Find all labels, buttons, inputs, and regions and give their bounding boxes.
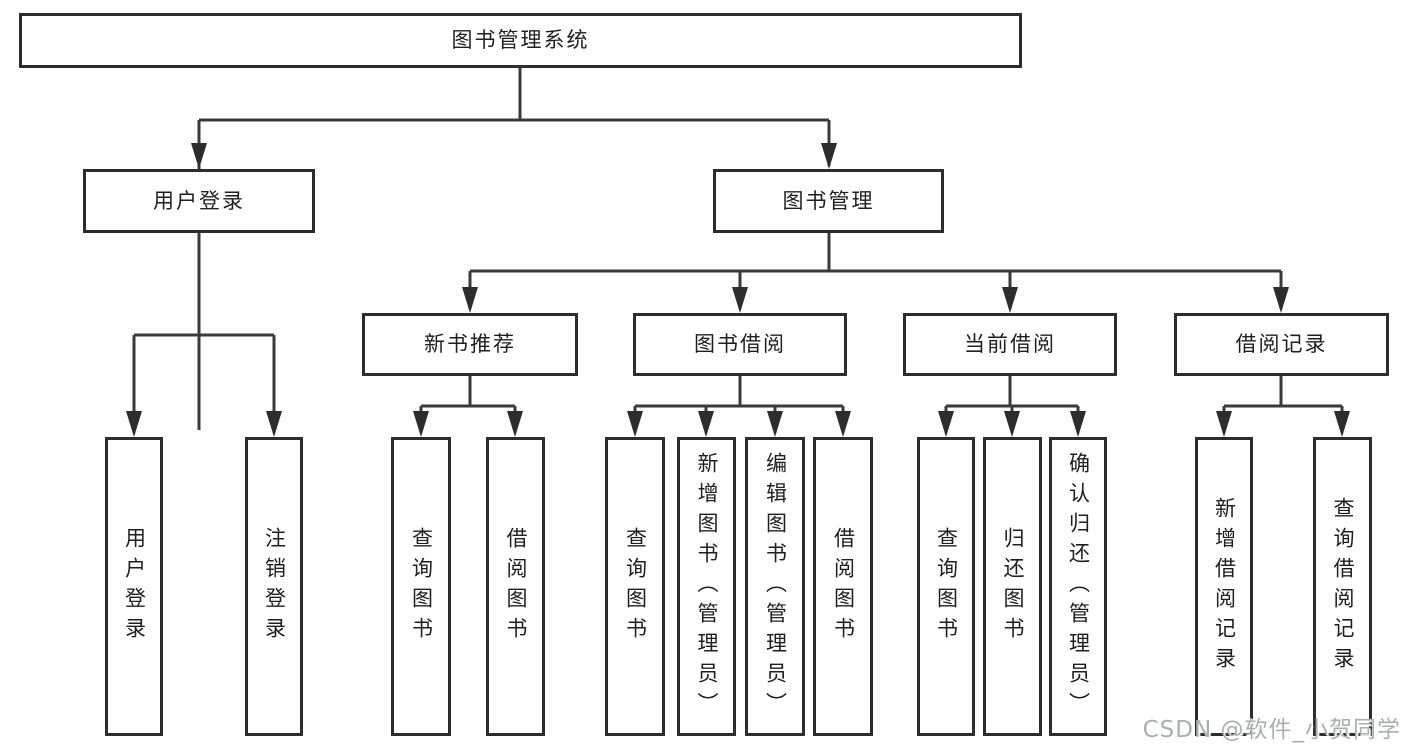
leaf-br-add-record-label: 新增借阅记录 bbox=[1212, 496, 1237, 677]
node-new-book-rec-label: 新书推荐 bbox=[424, 332, 516, 356]
leaf-cb-query-books-label: 查询图书 bbox=[934, 526, 959, 647]
leaf-user-login: 用户登录 bbox=[105, 437, 163, 736]
leaf-br-query-record-label: 查询借阅记录 bbox=[1331, 496, 1355, 677]
arrow-icon bbox=[732, 287, 748, 313]
arrow-icon bbox=[627, 411, 643, 437]
node-current-borrow: 当前借阅 bbox=[903, 313, 1117, 376]
leaf-bb-query-books-label: 查询图书 bbox=[623, 526, 648, 647]
leaf-cb-confirm-return-admin-label: 确认归还（管理员） bbox=[1066, 451, 1091, 722]
arrow-icon bbox=[767, 411, 783, 437]
connector-borrow-record-branch bbox=[1222, 376, 1344, 433]
arrow-icon bbox=[507, 411, 523, 437]
node-book-borrow: 图书借阅 bbox=[633, 313, 847, 376]
node-borrow-record-label: 借阅记录 bbox=[1235, 332, 1328, 356]
leaf-bb-edit-books-admin: 编辑图书（管理员） bbox=[745, 437, 805, 736]
arrow-icon bbox=[191, 143, 207, 169]
leaf-bb-add-books-admin: 新增图书（管理员） bbox=[677, 437, 736, 736]
node-borrow-record: 借阅记录 bbox=[1174, 313, 1389, 376]
leaf-logout: 注销登录 bbox=[245, 437, 303, 736]
leaf-cb-return-books: 归还图书 bbox=[983, 437, 1042, 736]
leaf-cb-query-books: 查询图书 bbox=[917, 437, 975, 736]
leaf-bb-query-books: 查询图书 bbox=[605, 437, 665, 736]
arrow-icon bbox=[462, 287, 478, 313]
leaf-nbr-query-books-label: 查询图书 bbox=[409, 526, 434, 647]
leaf-bb-borrow-books: 借阅图书 bbox=[813, 437, 873, 736]
arrow-icon bbox=[821, 143, 837, 169]
node-current-borrow-label: 当前借阅 bbox=[964, 332, 1056, 356]
arrow-icon bbox=[1002, 287, 1018, 313]
node-book-mgmt: 图书管理 bbox=[713, 169, 944, 233]
leaf-bb-borrow-books-label: 借阅图书 bbox=[831, 526, 856, 647]
arrow-icon bbox=[835, 411, 851, 437]
arrow-icon bbox=[413, 411, 429, 437]
leaf-user-login-label: 用户登录 bbox=[122, 526, 147, 647]
node-new-book-rec: 新书推荐 bbox=[362, 313, 578, 376]
connector-new-book-branch bbox=[419, 376, 517, 433]
arrow-icon bbox=[266, 411, 282, 437]
leaf-bb-add-books-admin-label: 新增图书（管理员） bbox=[695, 451, 719, 722]
node-book-mgmt-label: 图书管理 bbox=[782, 188, 875, 213]
csdn-watermark: CSDN @软件_小贺同学 bbox=[1142, 717, 1401, 743]
connector-book-borrow-branch bbox=[633, 376, 845, 433]
arrow-icon bbox=[1216, 411, 1232, 437]
leaf-br-query-record: 查询借阅记录 bbox=[1313, 437, 1372, 736]
leaf-br-add-record: 新增借阅记录 bbox=[1195, 437, 1253, 736]
leaf-cb-return-books-label: 归还图书 bbox=[1001, 526, 1025, 647]
leaf-cb-confirm-return-admin: 确认归还（管理员） bbox=[1049, 437, 1107, 736]
arrow-icon bbox=[126, 411, 142, 437]
arrow-icon bbox=[1004, 411, 1020, 437]
connector-user-login-branch bbox=[132, 233, 276, 433]
leaf-nbr-borrow-books: 借阅图书 bbox=[486, 437, 545, 736]
arrow-icon bbox=[1070, 411, 1086, 437]
leaf-nbr-borrow-books-label: 借阅图书 bbox=[504, 526, 528, 647]
node-user-login-label: 用户登录 bbox=[153, 188, 245, 213]
leaf-logout-label: 注销登录 bbox=[262, 526, 287, 647]
connector-root-to-level2 bbox=[197, 68, 831, 430]
arrowheads bbox=[126, 143, 1350, 437]
arrow-icon bbox=[938, 411, 954, 437]
arrow-icon bbox=[698, 411, 714, 437]
node-root: 图书管理系统 bbox=[19, 13, 1022, 68]
leaf-bb-edit-books-admin-label: 编辑图书（管理员） bbox=[763, 451, 788, 722]
connector-book-mgmt-branch bbox=[468, 233, 1283, 309]
node-book-borrow-label: 图书借阅 bbox=[694, 332, 786, 356]
node-root-label: 图书管理系统 bbox=[451, 28, 590, 52]
arrow-icon bbox=[1334, 411, 1350, 437]
node-user-login: 用户登录 bbox=[83, 169, 315, 233]
arrow-icon bbox=[1273, 287, 1289, 313]
leaf-nbr-query-books: 查询图书 bbox=[391, 437, 451, 736]
